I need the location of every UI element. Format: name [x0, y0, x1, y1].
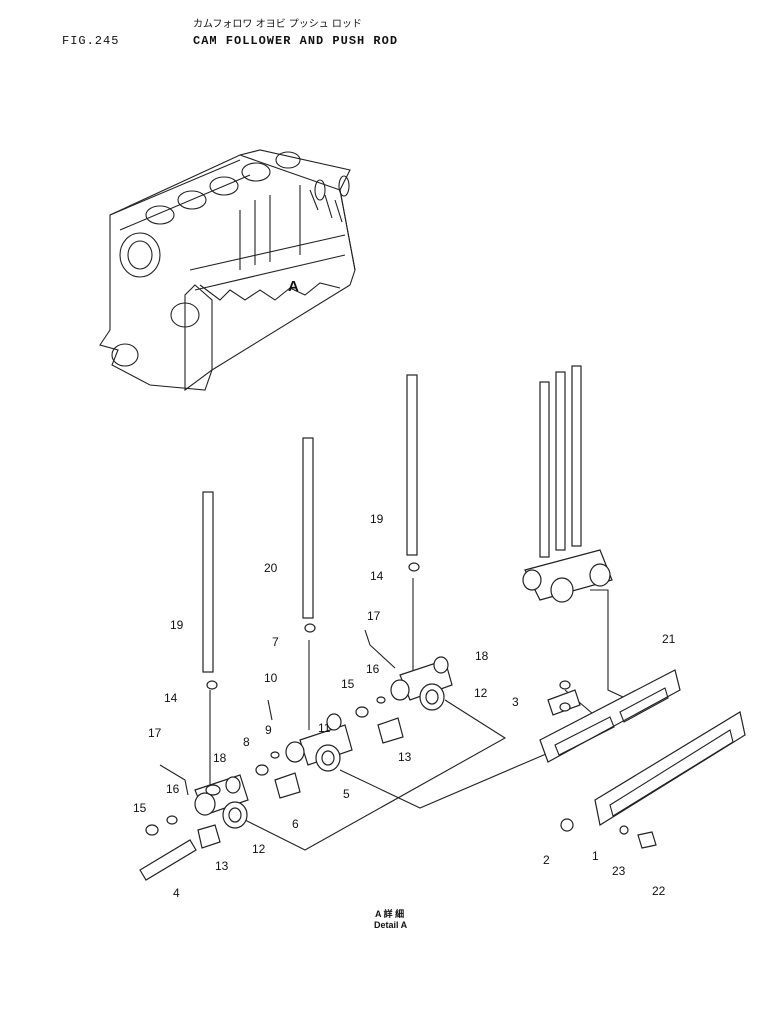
detail-caption-jp: A 詳 細: [375, 908, 404, 919]
figure-title: CAM FOLLOWER AND PUSH ROD: [193, 34, 399, 48]
part-label-16: 16: [166, 782, 180, 796]
part-label-15: 15: [133, 801, 147, 815]
part-label-1: 1: [592, 849, 599, 863]
part-label-3: 3: [512, 695, 519, 709]
assembled-cam-followers: [522, 549, 613, 603]
part-label-5: 5: [343, 787, 350, 801]
part-label-6: 6: [292, 817, 299, 831]
part-label-12: 12: [474, 686, 488, 700]
part-label-18: 18: [475, 649, 489, 663]
detail-caption: Detail A: [374, 920, 408, 930]
part-label-14: 14: [164, 691, 178, 705]
part-label-11: 11: [318, 721, 331, 735]
cam-follower-right: [355, 562, 453, 744]
part-label-17: 17: [148, 726, 162, 740]
part-label-12: 12: [252, 842, 266, 856]
part-label-19: 19: [170, 618, 184, 632]
side-covers: [539, 669, 746, 849]
part-label-4: 4: [173, 886, 180, 900]
part-label-9: 9: [265, 723, 272, 737]
engine-block-illustration: A: [99, 149, 356, 392]
part-label-16: 16: [366, 662, 380, 676]
cam-follower-left: [139, 680, 249, 881]
part-label-13: 13: [398, 750, 412, 764]
detail-a-marker: A: [288, 278, 299, 295]
part-label-20: 20: [264, 561, 278, 575]
part-label-15: 15: [341, 677, 355, 691]
figure-title-japanese: カムフォロワ オヨビ プッシュ ロッド: [193, 19, 362, 30]
part-label-21: 21: [662, 632, 676, 646]
part-label-23: 23: [612, 864, 626, 878]
push-rods: [202, 365, 582, 673]
part-label-14: 14: [370, 569, 384, 583]
part-label-7: 7: [272, 635, 279, 649]
leader-lines: [209, 578, 641, 851]
cam-follower-middle: [255, 623, 353, 799]
part-label-10: 10: [264, 671, 278, 685]
part-label-2: 2: [543, 853, 550, 867]
figure-number: FIG.245: [62, 34, 120, 48]
part-label-17: 17: [367, 609, 381, 623]
part-label-19: 19: [370, 512, 384, 526]
part-labels: 1 2 3 4 5 6 7 8 9 10 11 12 12 13 13 14 1…: [133, 512, 676, 900]
part-label-22: 22: [652, 884, 666, 898]
part-label-18: 18: [213, 751, 227, 765]
part-label-13: 13: [215, 859, 229, 873]
part-label-8: 8: [243, 735, 250, 749]
